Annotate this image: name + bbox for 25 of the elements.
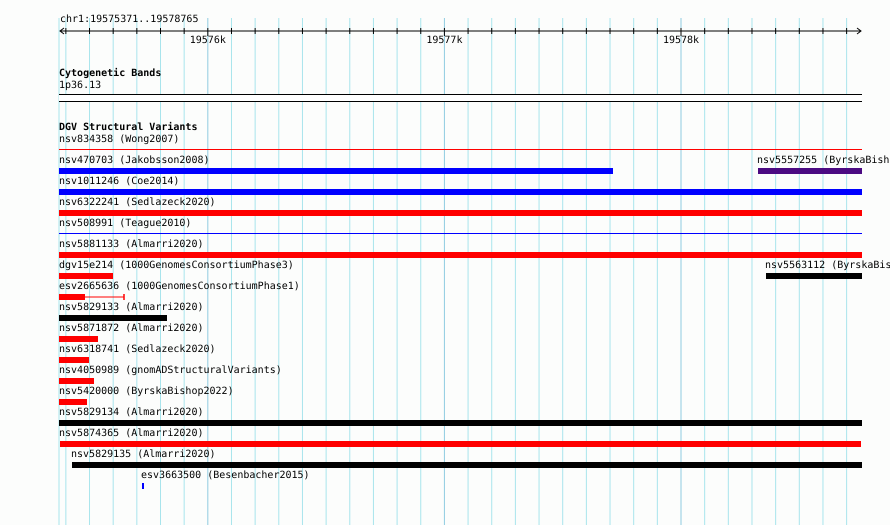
variant-label: nsv6318741 (Sedlazeck2020) (59, 344, 216, 356)
variant-label: nsv4050989 (gnomADStructuralVariants) (59, 365, 282, 377)
position-label: chr1:19575371..19578765 (60, 14, 198, 26)
variant-label: nsv5871872 (Almarri2020) (59, 323, 204, 335)
band-label: 1p36.13 (59, 80, 102, 92)
variant-label: nsv5874365 (Almarri2020) (59, 428, 204, 440)
variant-label: esv3663500 (Besenbacher2015) (141, 470, 310, 482)
track-heading: DGV Structural Variants (59, 122, 198, 134)
variant-label: nsv6322241 (Sedlazeck2020) (59, 197, 217, 209)
variant-label: nsv508991 (Teague2010) (59, 218, 192, 230)
variant-label: dgv15e214 (1000GenomesConsortiumPhase3) (59, 260, 294, 272)
variant-label: nsv5420000 (ByrskaBishop2022) (59, 386, 234, 398)
variant-label: nsv5881133 (Almarri2020) (59, 239, 204, 251)
scale-label: 19577k (426, 35, 462, 47)
variant-label: esv2665636 (1000GenomesConsortiumPhase1) (59, 281, 300, 293)
variant-label: nsv470703 (Jakobsson2008) (59, 155, 211, 167)
variant-label: nsv5829135 (Almarri2020) (71, 449, 216, 461)
scale-label: 19578k (662, 35, 700, 47)
track-heading: Cytogenetic Bands (59, 68, 162, 80)
variant-label: nsv5829134 (Almarri2020) (59, 407, 204, 419)
variant-label: nsv1011246 (Coe2014) (59, 176, 180, 188)
variant-label: nsv5557255 (ByrskaBish (757, 155, 890, 167)
variant-label: nsv5829133 (Almarri2020) (59, 302, 204, 314)
scale-label: 19576k (190, 35, 226, 47)
variant-label: nsv834358 (Wong2007) (59, 134, 180, 146)
